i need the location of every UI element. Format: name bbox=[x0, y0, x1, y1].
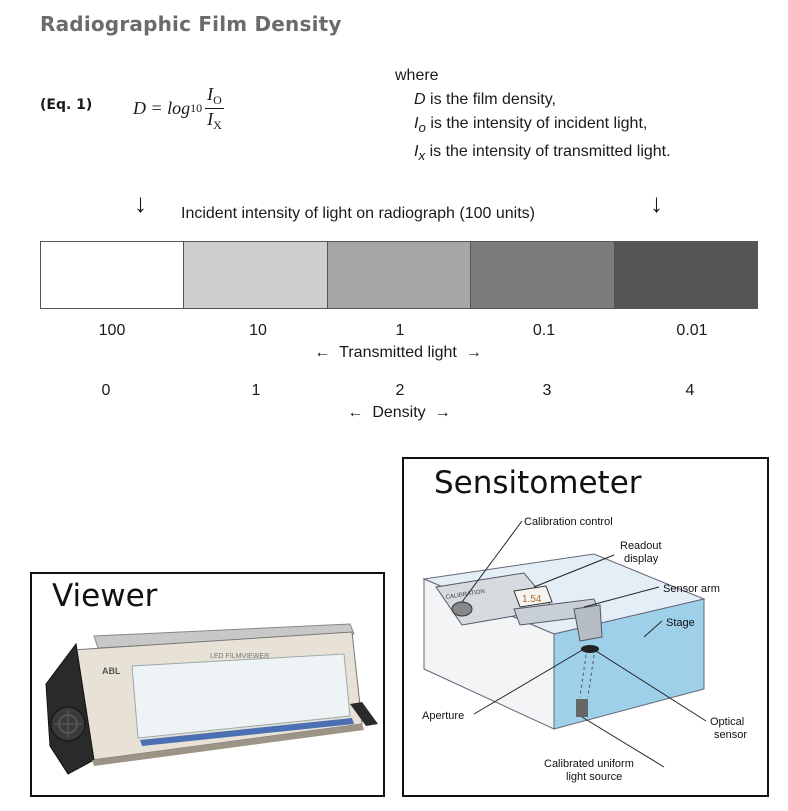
viewer-brand: ABL bbox=[102, 666, 121, 676]
density-value: 0 bbox=[101, 382, 111, 399]
transmitted-value: 1 bbox=[395, 322, 405, 339]
callout-readout-line2: display bbox=[624, 553, 659, 565]
density-value: 2 bbox=[395, 382, 405, 399]
left-arrow: ← bbox=[347, 404, 364, 421]
left-arrow: ← bbox=[314, 344, 331, 361]
step-cell-3 bbox=[471, 242, 615, 308]
definitions-intro: where bbox=[395, 67, 439, 84]
right-arrow: → bbox=[434, 404, 451, 421]
step-cell-4 bbox=[614, 242, 758, 308]
incident-arrow-right: ↓ bbox=[650, 188, 663, 218]
callout-stage: Stage bbox=[666, 617, 695, 629]
callout-sensor-arm: Sensor arm bbox=[663, 583, 720, 595]
formula-denominator: IX bbox=[207, 109, 222, 132]
transmitted-value: 0.1 bbox=[532, 322, 556, 339]
viewer-title: Viewer bbox=[52, 578, 158, 614]
formula-lhs: D = log bbox=[133, 98, 191, 118]
callout-optical-line2: sensor bbox=[714, 729, 747, 741]
callout-source-line1: Calibrated uniform bbox=[544, 758, 634, 770]
callout-optical-line1: Optical bbox=[710, 716, 744, 728]
callout-source-line2: light source bbox=[566, 771, 622, 783]
page-title: Radiographic Film Density bbox=[40, 12, 342, 36]
transmitted-value: 10 bbox=[249, 322, 267, 339]
step-cell-2 bbox=[327, 242, 472, 308]
transmitted-value: 100 bbox=[98, 322, 126, 339]
callout-aperture: Aperture bbox=[422, 710, 464, 722]
viewer-panel-label: LED FILMVIEWER bbox=[210, 653, 269, 660]
sensitometer-title: Sensitometer bbox=[434, 465, 642, 501]
formula-fraction: IO IX bbox=[205, 84, 224, 133]
incident-caption: Incident intensity of light on radiograp… bbox=[181, 205, 535, 222]
definitions: where D is the film density, Io is the i… bbox=[395, 64, 671, 168]
transmitted-caption: Transmitted light bbox=[339, 344, 457, 361]
right-arrow: → bbox=[465, 344, 482, 361]
formula-numerator: IO bbox=[205, 84, 224, 109]
sensitometer-illustration: CALIBRATION 1.54 Calibration control Rea… bbox=[422, 516, 747, 783]
readout-value: 1.54 bbox=[522, 594, 542, 605]
callout-calibration-control: Calibration control bbox=[524, 516, 613, 528]
equation-label: (Eq. 1) bbox=[40, 97, 93, 113]
incident-arrow-left: ↓ bbox=[134, 188, 147, 218]
definition-density: D is the film density, bbox=[414, 91, 556, 108]
density-caption: Density bbox=[372, 404, 426, 421]
density-value: 4 bbox=[685, 382, 695, 399]
viewer-illustration: ABL LED FILMVIEWER bbox=[45, 623, 378, 775]
log-base: 10 bbox=[190, 101, 203, 115]
density-value: 1 bbox=[251, 382, 261, 399]
density-caption-row: ← Density → bbox=[347, 404, 450, 422]
callout-readout-line1: Readout bbox=[620, 540, 662, 552]
definition-incident: Io is the intensity of incident light, bbox=[414, 115, 648, 136]
definition-transmitted: Ix is the intensity of transmitted light… bbox=[414, 143, 671, 164]
step-cell-1 bbox=[184, 242, 328, 308]
transmitted-value: 0.01 bbox=[676, 322, 708, 339]
transmitted-caption-row: ← Transmitted light → bbox=[314, 344, 481, 362]
density-value: 3 bbox=[542, 382, 552, 399]
density-step-strip bbox=[40, 241, 758, 309]
viewer-panel: Viewer ABL LED FILMVIEWER bbox=[30, 572, 385, 797]
sensitometer-panel: Sensitometer CALIBRATION 1.54 bbox=[402, 457, 769, 797]
step-cell-0 bbox=[41, 242, 185, 308]
